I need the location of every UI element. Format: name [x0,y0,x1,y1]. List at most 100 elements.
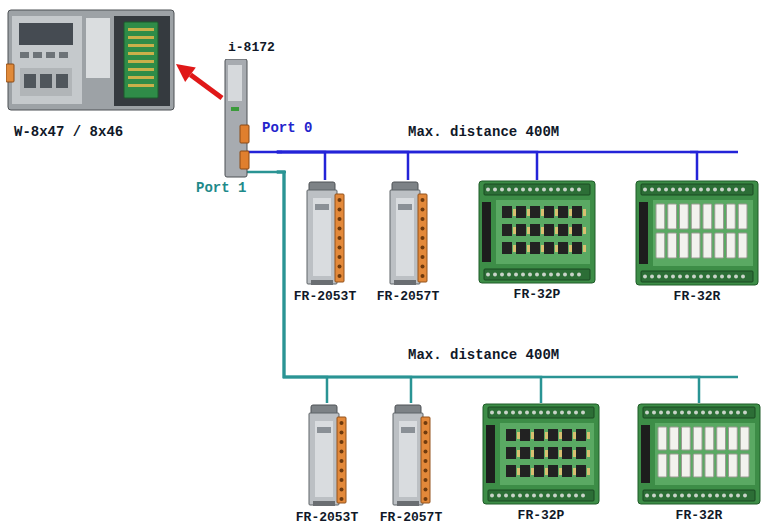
relay-board: FR-32R [635,403,763,523]
ribbon-connector [641,425,650,483]
terminal-block [484,269,590,280]
port-connector [240,125,249,143]
module-body [307,190,337,284]
optocoupler [548,429,558,441]
resistor [573,450,576,457]
terminal-screw [722,411,726,415]
terminal-screw [528,188,532,192]
resistor [531,468,534,475]
resistor [527,227,530,234]
terminal-strip [418,194,427,282]
port [40,74,52,88]
terminal-screw [339,440,343,444]
resistor [573,432,576,439]
relay [729,427,738,450]
connector-line [190,75,222,98]
terminal-screw [490,411,494,415]
terminal-screw [539,411,543,415]
pcb-area [653,200,753,266]
optocoupler [558,224,568,236]
optocoupler [562,429,572,441]
terminal-screw [423,478,427,482]
optocoupler [558,242,568,254]
terminal-screw [652,494,656,498]
terminal-screw [577,273,581,277]
terminal-screw [720,188,724,192]
io-board: FR-32P [480,403,602,523]
terminal-screw [671,275,675,279]
terminal-screw [574,411,578,415]
module-face [396,198,414,276]
relay [658,427,667,450]
module-face [399,421,417,497]
device-illustration [222,59,250,179]
connector-line [277,152,697,180]
terminal-screw [659,494,663,498]
terminal-screw [337,246,341,250]
optocoupler [534,465,544,477]
terminal-screw [701,494,705,498]
terminal-screw [715,494,719,498]
device-label: i-8172 [228,40,275,55]
optocoupler [502,242,512,254]
terminal-screw [736,494,740,498]
terminal-screw [699,275,703,279]
terminal-screw [507,273,511,277]
device-label: FR-32R [676,508,723,523]
terminal-screw [581,494,585,498]
device-illustration [305,180,345,286]
pcb-area [496,200,590,264]
terminal-screw [722,494,726,498]
card-pin [128,44,154,47]
resistor [527,245,530,252]
terminal-screw [666,411,670,415]
terminal-screw [567,411,571,415]
resistor [541,209,544,216]
relay [717,454,726,477]
device-label: FR-2053T [294,289,356,304]
terminal-screw [673,411,677,415]
resistor [559,468,562,475]
terminal-screw [708,494,712,498]
terminal-block [484,184,590,195]
terminal-screw [664,275,668,279]
terminal-screw [694,494,698,498]
optocoupler [576,447,586,459]
terminal-screw [493,188,497,192]
bus-connector [277,152,408,180]
terminal-screw [708,411,712,415]
module-face [315,421,333,497]
relay [740,454,749,477]
terminal-screw [659,411,663,415]
io-module: FR-2053T [294,403,360,525]
terminal-screw [535,188,539,192]
resistor [517,450,520,457]
terminal-screw [720,275,724,279]
terminal-screw [553,411,557,415]
optocoupler [530,206,540,218]
terminal-screw [423,431,427,435]
terminal-screw [521,188,525,192]
io-module: FR-2057T [375,180,441,304]
terminal-screw [694,411,698,415]
terminal-screw [546,411,550,415]
terminal-screw [532,494,536,498]
card-pin [128,76,154,79]
connector-line [277,152,408,180]
module-led-bar [317,427,331,433]
terminal-screw [339,459,343,463]
terminal-screw [650,275,654,279]
card-pin [128,36,154,39]
terminal-screw [528,273,532,277]
terminal-screw [652,411,656,415]
terminal-screw [560,411,564,415]
relay [727,233,736,258]
module-led-bar [315,204,329,210]
pointer-arrow [176,64,222,98]
module-body [390,190,420,284]
terminal-screw [643,275,647,279]
optocoupler [576,465,586,477]
terminal-screw [699,188,703,192]
terminal-screw [729,411,733,415]
